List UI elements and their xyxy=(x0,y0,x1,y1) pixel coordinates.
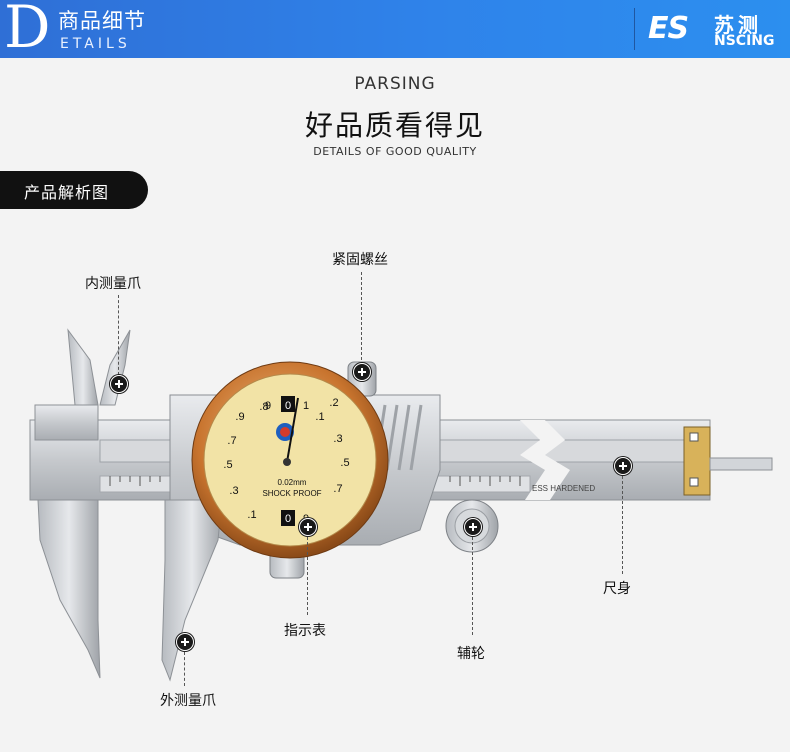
svg-text:.5: .5 xyxy=(223,459,232,471)
svg-text:.7: .7 xyxy=(227,435,236,447)
callout-lock-screw-line xyxy=(361,272,362,360)
section-tag: 产品解析图 xyxy=(0,171,148,209)
callout-beam-line xyxy=(622,476,623,574)
svg-text:.1: .1 xyxy=(315,411,324,423)
brand-name-en: NSCING xyxy=(714,33,775,49)
callout-inner-jaw-line xyxy=(118,295,119,375)
callout-outer-jaw-label: 外测量爪 xyxy=(160,693,216,709)
callout-dial-line xyxy=(307,537,308,615)
section-kicker: PARSING xyxy=(354,74,436,94)
svg-text:0: 0 xyxy=(285,513,291,525)
svg-text:.3: .3 xyxy=(229,485,238,497)
fixed-jaw xyxy=(34,404,99,441)
svg-text:.5: .5 xyxy=(340,457,349,469)
callout-inner-jaw-label: 内测量爪 xyxy=(85,276,141,292)
header-divider xyxy=(634,8,635,50)
callout-outer-jaw-plus-icon xyxy=(176,633,194,651)
brand-name-cn: 苏测 xyxy=(714,13,762,37)
inner-jaw-slider xyxy=(99,329,131,406)
callout-inner-jaw-plus-icon xyxy=(110,375,128,393)
dial-window-top: 0 xyxy=(285,400,291,412)
callout-beam-plus-icon xyxy=(614,457,632,475)
beam-text: ESS HARDENED xyxy=(532,484,595,493)
dial-needle xyxy=(286,397,299,463)
svg-text:1: 1 xyxy=(303,400,309,412)
header-big-letter: D xyxy=(4,0,51,61)
svg-text:.7: .7 xyxy=(333,483,342,495)
callout-thumb-wheel-plus-icon xyxy=(464,518,482,536)
svg-text:.1: .1 xyxy=(247,509,256,521)
callout-dial-label: 指示表 xyxy=(284,623,326,639)
header-title-cn: 商品细节 xyxy=(58,9,146,33)
header-banner: D 商品细节 ETAILS ES 苏测 NSCING xyxy=(0,0,790,58)
callout-lock-screw-plus-icon xyxy=(353,363,371,381)
depth-rod xyxy=(709,457,773,471)
inner-jaw-fixed xyxy=(67,328,99,406)
callout-thumb-wheel-label: 辅轮 xyxy=(457,646,485,662)
callout-lock-screw-label: 紧固螺丝 xyxy=(332,252,388,268)
dial-resolution: 0.02mm xyxy=(278,478,307,487)
dial-shock-proof: SHOCK PROOF xyxy=(262,489,321,498)
svg-text:.8: .8 xyxy=(259,401,268,413)
svg-text:.9: .9 xyxy=(235,411,244,423)
outer-jaw-slider xyxy=(161,499,223,682)
svg-text:9: 9 xyxy=(265,400,271,412)
header-title-en: ETAILS xyxy=(60,36,131,52)
callout-thumb-wheel-line xyxy=(472,537,473,635)
section-subtitle: DETAILS OF GOOD QUALITY xyxy=(313,145,477,158)
logo-mark-icon: ES xyxy=(648,11,689,46)
dial-numbers: .1 .3 .5 .7 .9 .7 .5 .3 .1 .2 .8 xyxy=(223,397,349,521)
beam-ticks xyxy=(109,476,521,486)
callout-beam-label: 尺身 xyxy=(603,581,631,597)
outer-jaw-fixed xyxy=(37,499,101,679)
svg-text:.3: .3 xyxy=(333,433,342,445)
callout-dial-plus-icon xyxy=(299,518,317,536)
svg-text:.2: .2 xyxy=(329,397,338,409)
section-title: 好品质看得见 xyxy=(304,109,485,142)
beam-break xyxy=(520,420,570,500)
section-tag-label: 产品解析图 xyxy=(24,183,110,202)
callout-outer-jaw-line xyxy=(184,652,185,686)
